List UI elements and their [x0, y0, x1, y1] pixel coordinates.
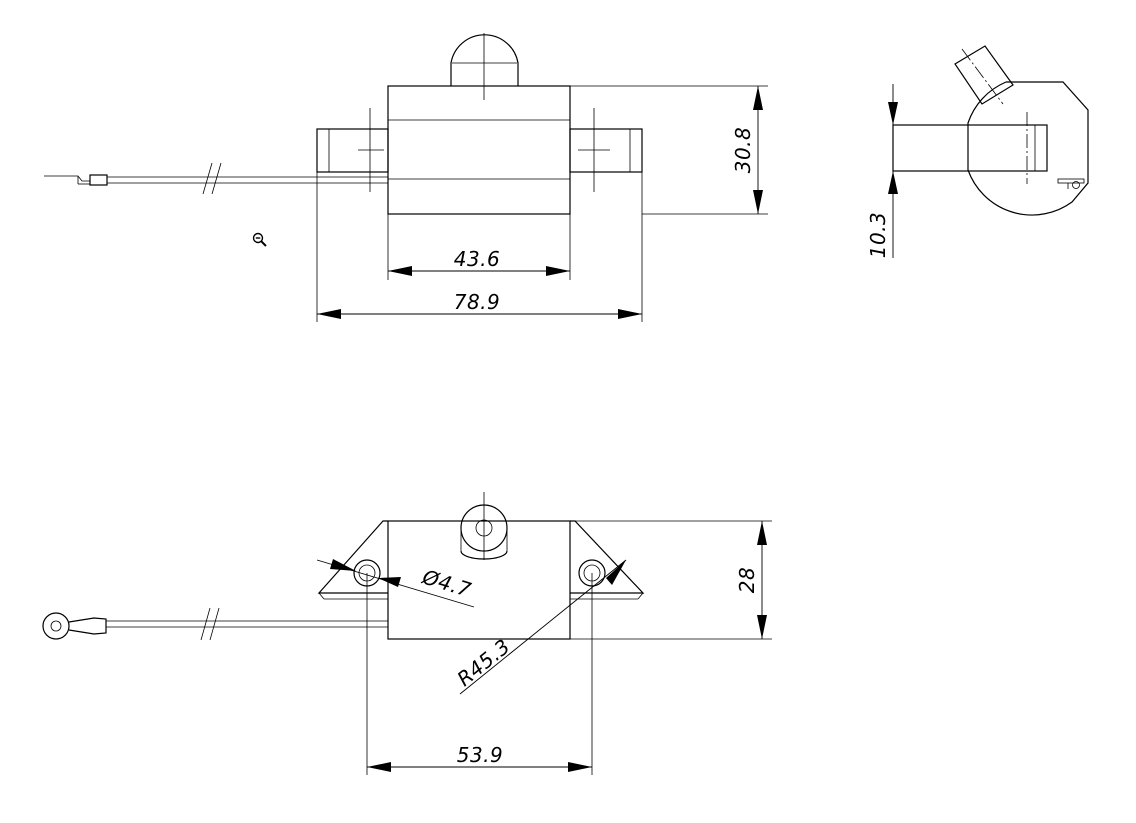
- dim-front-height: 30.8: [731, 127, 755, 174]
- side-view: [888, 45, 1089, 258]
- dim-body-length: 43.6: [454, 247, 501, 271]
- bottom-wire-lead: [42, 607, 388, 641]
- left-flange: [316, 128, 389, 173]
- left-mounting-ear: [317, 520, 388, 594]
- dim-overall-length: 78.9: [454, 290, 501, 314]
- zoom-out-icon[interactable]: [252, 232, 268, 248]
- top-boss: [450, 34, 519, 86]
- dim-hole-diameter: Ø4.7: [419, 564, 474, 602]
- bottom-view: [42, 492, 772, 775]
- front-body: [387, 85, 571, 215]
- front-view: [44, 33, 768, 322]
- dim-hole-spacing: 53.9: [457, 743, 504, 767]
- side-housing: [967, 81, 1089, 216]
- dim-mount-radius: R45.3: [452, 634, 514, 691]
- side-boss: [954, 45, 1014, 105]
- right-mounting-ear: [570, 520, 645, 594]
- right-flange: [569, 128, 643, 173]
- bottom-body: [387, 520, 571, 640]
- side-flange: [892, 124, 1048, 172]
- front-wire-lead: [44, 162, 388, 195]
- dim-bottom-height: 28: [735, 567, 759, 593]
- dim-side-thickness: 10.3: [866, 212, 890, 259]
